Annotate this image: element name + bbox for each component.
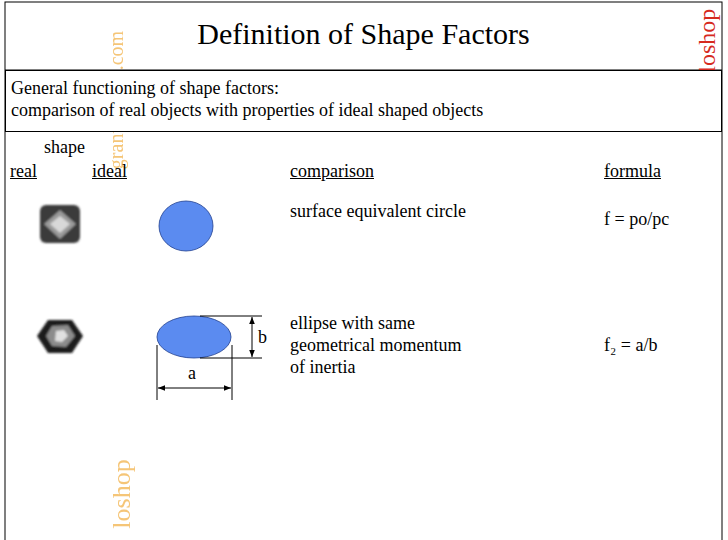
column-header: comparison — [290, 160, 374, 182]
slide-frame — [5, 2, 722, 540]
extension-line — [200, 316, 262, 317]
particle-photo — [37, 320, 83, 353]
watermark: loshop — [109, 459, 135, 528]
ideal-ellipse — [157, 316, 231, 358]
column-group-header: shape — [44, 136, 85, 158]
column-header: formula — [604, 160, 661, 182]
box-text: comparison of real objects with properti… — [11, 99, 715, 121]
dimension-label: b — [258, 326, 267, 348]
comparison-text: surface equivalent circle — [290, 200, 468, 222]
extension-line — [200, 358, 262, 359]
dimension-line — [158, 388, 231, 389]
ideal-circle — [159, 201, 213, 251]
particle-photo — [40, 205, 80, 243]
box-text: General functioning of shape factors: — [11, 77, 715, 99]
column-header: real — [10, 160, 37, 182]
extension-line — [232, 345, 233, 400]
comparison-text: ellipse with same geometrical momentum o… — [290, 312, 480, 378]
column-header: ideal — [92, 160, 127, 182]
extension-line — [157, 345, 158, 400]
formula-text: f₂ = a/b — [604, 334, 657, 356]
dimension-label: a — [188, 362, 196, 384]
formula-text: f = po/pc — [604, 208, 669, 230]
dimension-line — [252, 317, 253, 357]
explanation-box: General functioning of shape factors:com… — [5, 70, 722, 132]
slide-title: Definition of Shape Factors — [5, 16, 722, 52]
